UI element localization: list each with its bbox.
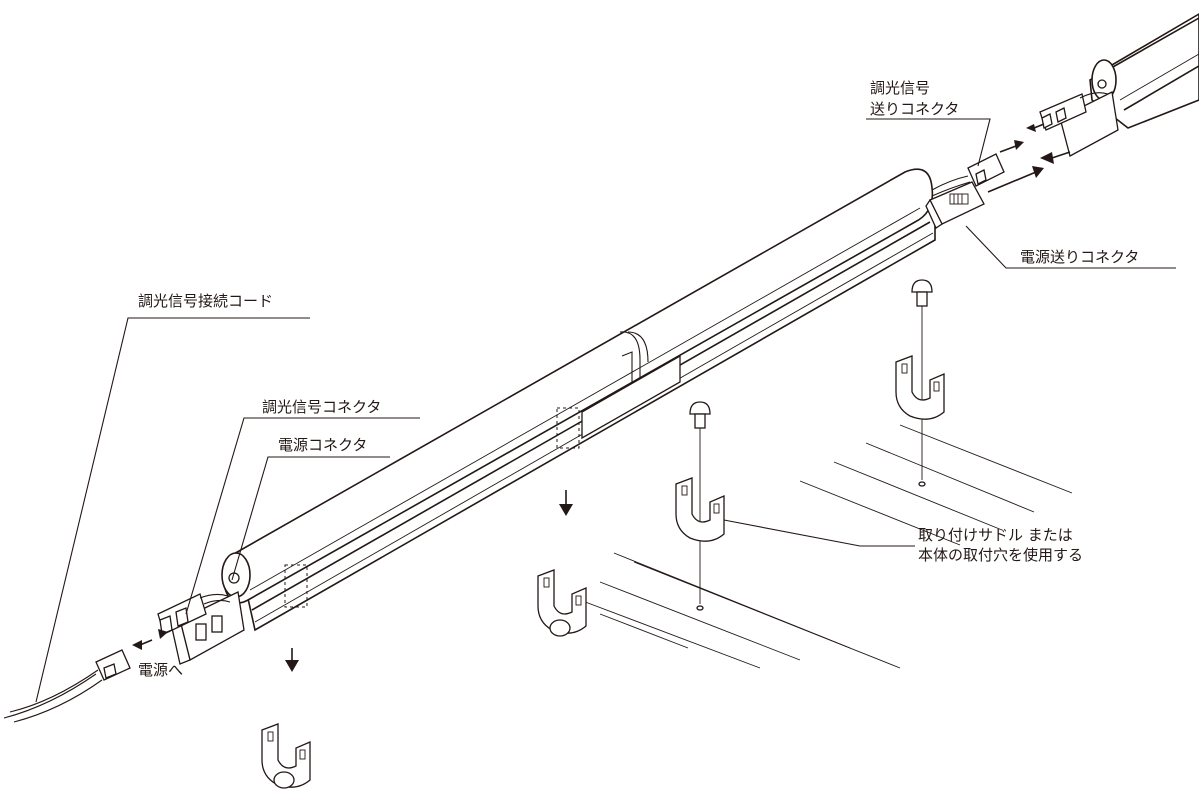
- left-connectors: [157, 591, 245, 665]
- dimming-connector-label: 調光信号コネクタ: [262, 398, 381, 416]
- send-connectors: [925, 153, 1005, 229]
- saddle-note-label-2: 本体の取付穴を使用する: [918, 546, 1083, 564]
- leader-lines: [35, 118, 1176, 703]
- dimming-signal-cord: [3, 649, 131, 723]
- power-connector-label: 電源コネクタ: [278, 436, 367, 454]
- screw-icon: [911, 279, 933, 487]
- mounting-saddle-icon: [261, 723, 311, 789]
- mounting-saddle-icon: [537, 569, 587, 637]
- arrow-left-right-icon: [987, 123, 1071, 193]
- dimming-send-connector-label-1: 調光信号: [870, 79, 930, 97]
- to-power-label: 電源へ: [138, 661, 183, 679]
- saddle-note-label-1: 取り付けサドル または: [918, 526, 1073, 544]
- screw-icon: [689, 401, 711, 611]
- arrow-down-icon: [285, 648, 299, 672]
- dimming-cord-label: 調光信号接続コード: [138, 292, 273, 310]
- power-send-connector-label: 電源送りコネクタ: [1020, 248, 1139, 266]
- dimming-send-connector-label-2: 送りコネクタ: [870, 100, 959, 118]
- mounting-surface-lines: [579, 424, 1073, 669]
- next-fixture: [1039, 13, 1199, 157]
- light-bar: [221, 168, 936, 632]
- mounting-saddle-icon: [895, 355, 945, 420]
- arrow-left-right-icon: [132, 629, 168, 650]
- mounting-saddle-icon: [675, 477, 725, 542]
- arrow-down-icon: [559, 490, 573, 516]
